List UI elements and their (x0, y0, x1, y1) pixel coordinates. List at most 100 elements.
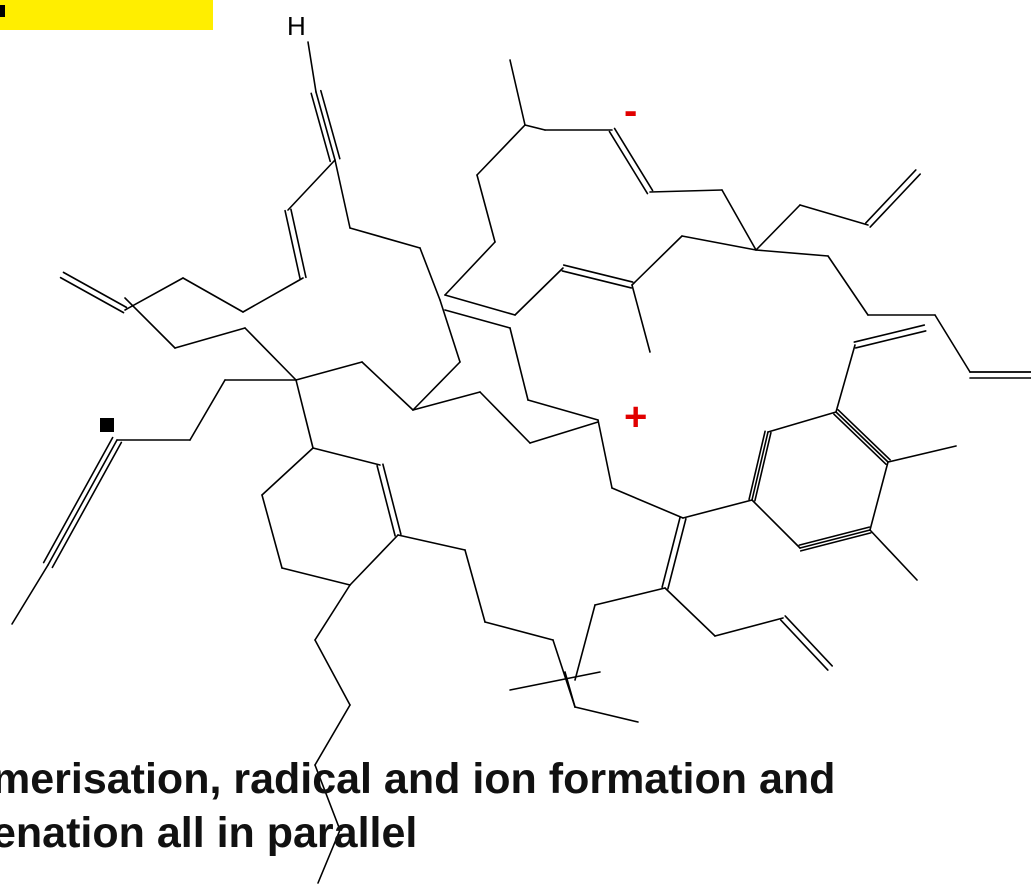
bond (509, 59, 526, 126)
bond (681, 235, 757, 251)
caption-line-1: merisation, radical and ion formation an… (0, 755, 836, 803)
bond (59, 276, 125, 314)
bond (664, 587, 716, 637)
bond (281, 567, 351, 586)
bond (854, 330, 927, 349)
bond (476, 124, 526, 176)
bond (524, 124, 546, 131)
bond (47, 439, 118, 566)
bond (419, 247, 441, 301)
bond (334, 159, 351, 229)
slide-caption: merisation, radical and ion formation an… (0, 752, 1031, 860)
bond (62, 271, 128, 309)
bond (661, 516, 681, 589)
bond (242, 277, 304, 313)
radical-dot (100, 418, 114, 432)
bond (833, 413, 887, 465)
bond (755, 249, 829, 257)
bond (869, 529, 918, 581)
bond (748, 430, 766, 501)
bond (174, 327, 246, 349)
bond (608, 130, 649, 195)
bond (124, 277, 184, 311)
bond (444, 294, 516, 316)
bond (287, 159, 336, 211)
bond (314, 584, 351, 641)
bond (314, 764, 341, 831)
bond (561, 270, 633, 289)
bond (412, 391, 481, 411)
bond (479, 391, 531, 444)
bond (376, 464, 396, 537)
bond (382, 463, 402, 536)
bond (755, 204, 801, 251)
bond (714, 617, 784, 637)
bond (799, 529, 871, 549)
bond (261, 494, 283, 569)
bond (476, 174, 496, 243)
bond (574, 604, 596, 681)
negative-charge: - (624, 89, 637, 133)
highlight-label-box (0, 0, 213, 30)
bond (799, 204, 869, 226)
bond (189, 379, 226, 441)
bond (314, 639, 351, 706)
bond (361, 361, 414, 411)
bond (721, 189, 757, 251)
bond (751, 431, 769, 501)
bond (509, 671, 601, 691)
bond (780, 619, 829, 671)
bond (613, 127, 654, 192)
bond (295, 379, 314, 449)
bond (869, 461, 889, 531)
bond (444, 309, 511, 329)
bond (349, 227, 421, 249)
bond (514, 267, 564, 316)
bond (124, 297, 176, 349)
bond (611, 487, 684, 519)
bond (887, 445, 957, 463)
bond (317, 829, 341, 884)
bond (835, 344, 856, 413)
bond (837, 409, 891, 461)
bond (290, 208, 307, 279)
bond (853, 324, 926, 343)
bond (631, 284, 651, 353)
bond (562, 264, 634, 283)
bond (934, 314, 971, 373)
bond (865, 169, 917, 224)
bond (295, 361, 363, 381)
bond (312, 447, 381, 466)
bond (182, 277, 244, 313)
bond (315, 91, 336, 161)
hydrogen-atom-label: H (287, 11, 306, 41)
bond (397, 534, 466, 551)
bond (412, 361, 461, 411)
bond (594, 587, 666, 606)
bond (784, 615, 833, 667)
bond (527, 399, 599, 421)
bond (310, 92, 331, 163)
bond (798, 526, 871, 546)
bond (464, 549, 486, 623)
bond (284, 209, 301, 280)
bond (574, 706, 639, 723)
bond (631, 235, 683, 286)
bond (754, 431, 772, 502)
bond (751, 499, 801, 549)
bond (444, 241, 496, 296)
label-marker (0, 5, 5, 17)
bond (261, 447, 314, 496)
bond (320, 89, 341, 160)
bond (597, 419, 613, 489)
bond (314, 704, 351, 766)
bond (827, 255, 869, 316)
bond (244, 327, 297, 381)
bond (835, 411, 889, 463)
bond (667, 517, 687, 590)
bond (349, 534, 399, 586)
bond (869, 173, 921, 228)
bond (529, 421, 599, 444)
positive-charge: + (624, 395, 647, 439)
